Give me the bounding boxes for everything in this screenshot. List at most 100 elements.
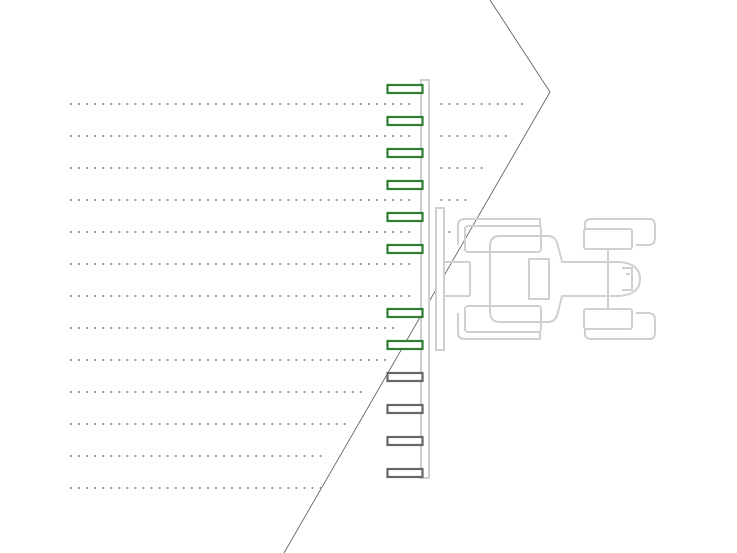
row-dot	[77, 454, 81, 458]
row-dot	[255, 486, 258, 490]
row-dot	[198, 102, 201, 106]
row-dot	[400, 262, 403, 266]
row-dot	[126, 166, 129, 170]
row-dot	[408, 134, 411, 138]
row-dot	[327, 294, 330, 298]
row-dot	[287, 102, 290, 106]
row-dot	[94, 198, 97, 202]
row-dot	[126, 262, 129, 266]
row-dot	[375, 262, 378, 266]
row-dot	[77, 486, 81, 490]
row-dot	[222, 294, 226, 298]
row-dot	[247, 262, 250, 266]
row-dot	[295, 358, 298, 362]
row-dot	[110, 486, 113, 490]
row-dot	[94, 358, 97, 362]
row-dot	[279, 454, 282, 458]
row-dot	[448, 198, 451, 202]
row-dot	[158, 422, 161, 426]
row-dot	[198, 294, 201, 298]
row-unit-icon	[386, 115, 424, 127]
row-dot	[408, 262, 411, 266]
rear-left-wheel	[464, 225, 542, 253]
row-dot	[311, 294, 314, 298]
row-dot	[263, 134, 266, 138]
row-dot	[247, 326, 250, 330]
row-dot	[367, 294, 370, 298]
row-dot	[214, 390, 217, 394]
row-dot	[367, 198, 370, 202]
row-dot	[375, 198, 378, 202]
row-dot	[86, 326, 89, 330]
row-dot	[142, 486, 145, 490]
row-dot	[126, 358, 129, 362]
row-dot	[150, 198, 153, 202]
row-dot	[230, 358, 234, 362]
tractor-icon	[444, 218, 656, 340]
row-dot	[126, 390, 129, 394]
row-dot	[142, 262, 145, 266]
row-dot	[102, 198, 105, 202]
row-dot	[118, 294, 121, 298]
row-dot	[206, 486, 209, 490]
row-dot	[126, 454, 129, 458]
row-dot	[239, 166, 242, 170]
row-dot	[110, 294, 113, 298]
row-dot	[190, 454, 193, 458]
row-dot	[440, 102, 443, 106]
row-dot	[110, 198, 113, 202]
row-dot	[239, 294, 242, 298]
row-dot	[263, 454, 266, 458]
row-dot	[287, 422, 290, 426]
row-dot	[480, 102, 483, 106]
row-dot	[94, 390, 97, 394]
row-dot	[359, 294, 362, 298]
row-dot	[182, 422, 185, 426]
row-dot	[383, 358, 387, 362]
row-dot	[86, 454, 89, 458]
row-dot	[335, 390, 338, 394]
row-dot	[311, 198, 314, 202]
row-dot	[190, 390, 193, 394]
row-dot	[351, 390, 354, 394]
row-dot	[287, 390, 290, 394]
row-dot	[391, 326, 395, 330]
row-dot	[94, 486, 97, 490]
row-dot	[263, 486, 266, 490]
row-dot	[134, 326, 137, 330]
row-dot	[230, 390, 234, 394]
row-dot	[303, 102, 306, 106]
row-dot	[182, 198, 185, 202]
row-dot	[86, 166, 89, 170]
row-dot	[110, 422, 113, 426]
row-dot	[190, 166, 193, 170]
row-dot	[150, 422, 153, 426]
row-dot	[247, 422, 250, 426]
row-dot	[295, 294, 298, 298]
row-dot	[319, 198, 322, 202]
front-left-fender	[584, 218, 656, 246]
row-dot	[150, 262, 153, 266]
row-dot	[110, 326, 113, 330]
row-dot	[303, 326, 306, 330]
row-dot	[247, 102, 250, 106]
row-dot	[287, 262, 290, 266]
row-dot	[279, 390, 282, 394]
row-dot	[214, 486, 217, 490]
row-dot	[271, 166, 274, 170]
row-dot	[102, 134, 105, 138]
row-dot	[303, 230, 306, 234]
row-dot	[166, 358, 169, 362]
row-dot	[239, 422, 242, 426]
row-dot	[303, 422, 306, 426]
row-dot	[271, 326, 274, 330]
row-dot	[142, 422, 145, 426]
row-dot	[335, 166, 338, 170]
row-dot	[343, 326, 346, 330]
row-unit-icon	[386, 467, 424, 479]
row-dot	[118, 166, 121, 170]
row-dot	[327, 262, 330, 266]
row-dot	[367, 326, 370, 330]
row-dot	[279, 230, 282, 234]
row-dot	[440, 166, 443, 170]
